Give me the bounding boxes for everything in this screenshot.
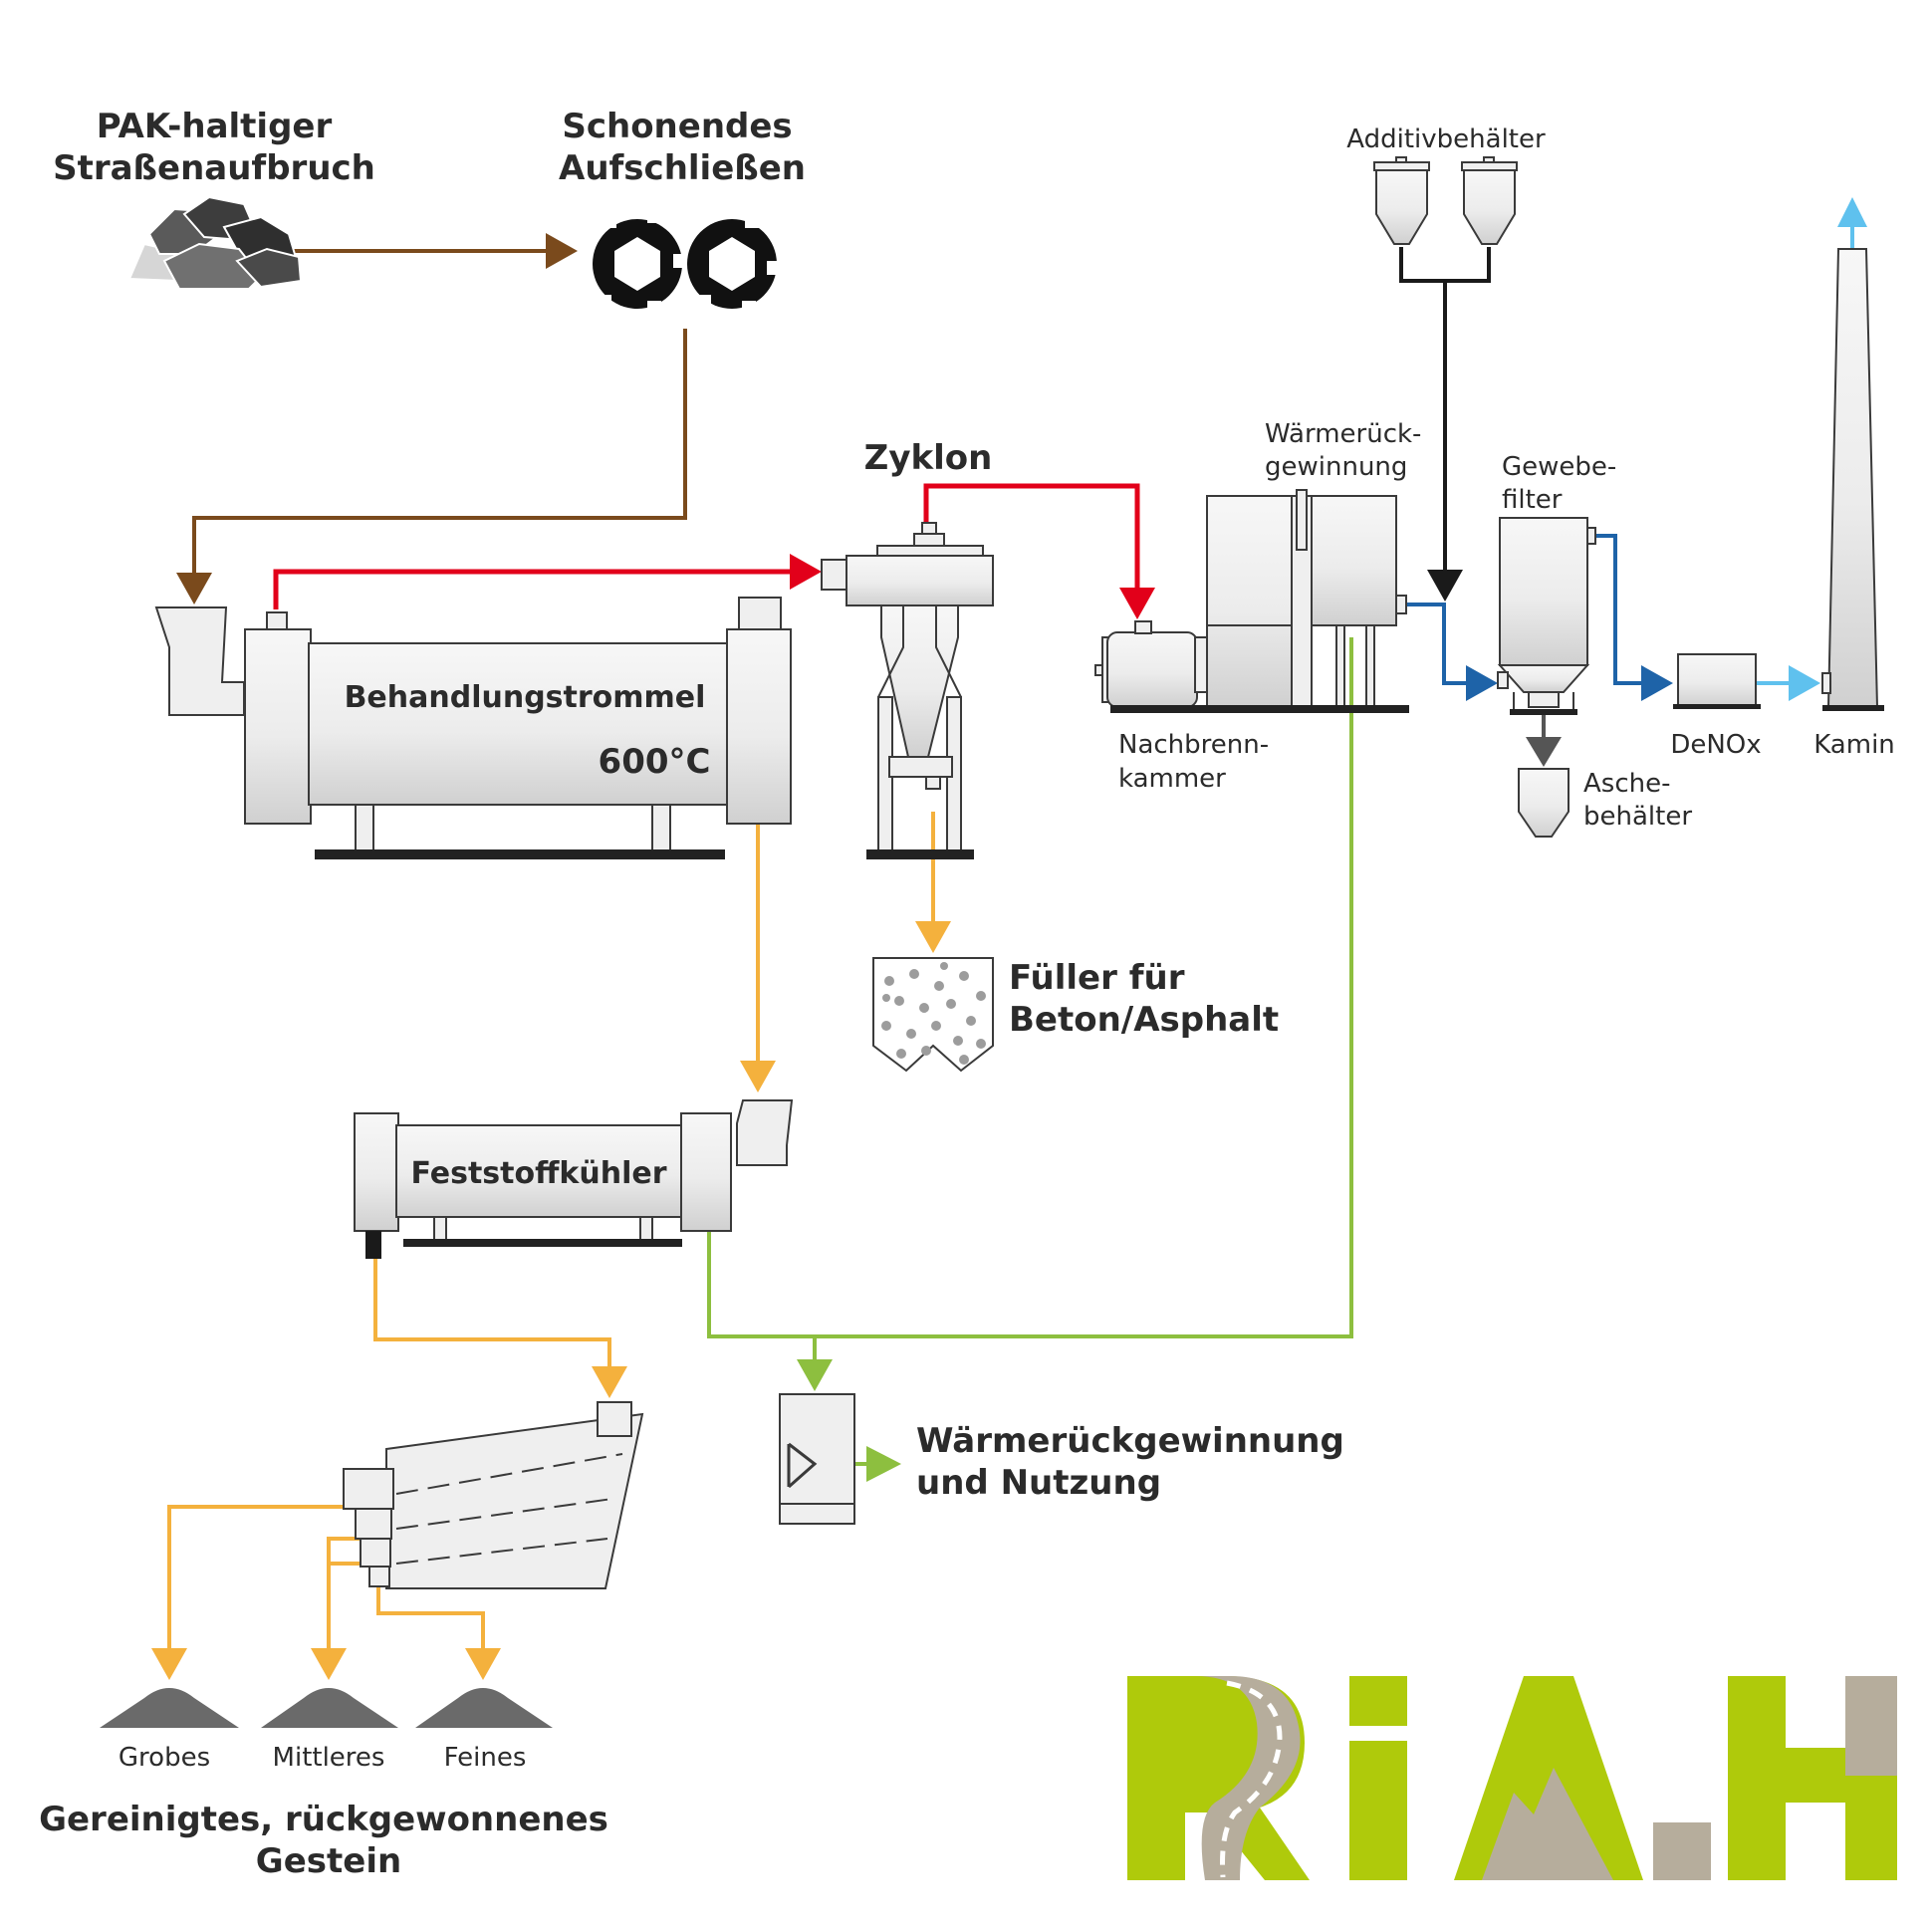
label-result-1: Gereinigtes, rückgewonnenes	[39, 1800, 608, 1839]
denox-unit	[1673, 653, 1761, 709]
label-medium: Mittleres	[273, 1743, 385, 1773]
additive-containers	[1373, 156, 1518, 245]
label-filler-1: Füller für	[1009, 958, 1185, 998]
label-fabric-filter-2: filter	[1502, 485, 1563, 515]
clean-gas-arrows	[1789, 197, 1867, 701]
solids-arrows	[151, 921, 951, 1680]
label-fabric-filter-1: Gewebe-	[1502, 452, 1616, 482]
label-additive: Additivbehälter	[1346, 124, 1546, 154]
material-flow-arrows	[176, 233, 578, 604]
label-drum: Behandlungstrommel	[345, 680, 706, 715]
label-result-2: Gestein	[256, 1841, 401, 1881]
label-crushing-2: Aufschließen	[559, 148, 806, 188]
clean-gas-lines	[1755, 227, 1854, 685]
hot-gas-arrows	[790, 554, 1155, 619]
flue-gas-lines	[1406, 534, 1643, 685]
label-afterburner-2: kammer	[1118, 764, 1226, 794]
label-denox: DeNOx	[1670, 730, 1761, 760]
ash-arrow	[1526, 737, 1562, 767]
label-pak-rubble-1: PAK-haltiger	[97, 107, 333, 146]
label-heat-recovery-1: Wärmerück-	[1265, 419, 1421, 449]
heat-lines	[707, 637, 1353, 1466]
solids-cooler	[354, 1099, 794, 1259]
label-cooler: Feststoffkühler	[410, 1156, 666, 1191]
label-fine: Feines	[444, 1743, 527, 1773]
heat-exchanger	[779, 1393, 855, 1525]
label-afterburner-1: Nachbrenn-	[1118, 730, 1269, 760]
label-heat-use-2: und Nutzung	[916, 1463, 1161, 1503]
solids-lines	[167, 812, 935, 1648]
ash-container	[1518, 768, 1570, 838]
label-filler-2: Beton/Asphalt	[1009, 1000, 1279, 1040]
label-temperature: 600°C	[599, 742, 711, 782]
flue-gas-arrows	[1466, 665, 1673, 701]
label-kamin: Kamin	[1813, 730, 1895, 760]
label-heat-use-1: Wärmerückgewinnung	[916, 1421, 1344, 1461]
treatment-drum	[154, 597, 792, 859]
label-heat-recovery-2: gewinnung	[1265, 452, 1407, 482]
additive-arrow	[1427, 570, 1463, 602]
screen-separator	[343, 1401, 644, 1589]
label-coarse: Grobes	[119, 1743, 210, 1773]
heat-recovery-unit	[1110, 495, 1409, 713]
filler-hopper-icon	[872, 957, 994, 1073]
label-crushing-1: Schonendes	[562, 107, 792, 146]
heat-arrows	[797, 1359, 901, 1482]
stockpiles-icon	[100, 1688, 553, 1728]
riah-logo	[1127, 1676, 1897, 1880]
hot-gas-lines	[273, 483, 1140, 609]
chimney	[1821, 248, 1884, 711]
cyclone	[821, 522, 994, 859]
material-flow-lines	[192, 249, 687, 573]
additive-lines	[1399, 247, 1491, 570]
label-zyklon: Zyklon	[864, 438, 993, 478]
rubble-pile-icon	[127, 195, 303, 290]
label-pak-rubble-2: Straßenaufbruch	[53, 148, 375, 188]
label-ash-2: behälter	[1583, 802, 1692, 832]
fabric-filter	[1497, 517, 1596, 715]
crusher-icon	[593, 209, 781, 315]
label-ash-1: Asche-	[1583, 769, 1670, 799]
